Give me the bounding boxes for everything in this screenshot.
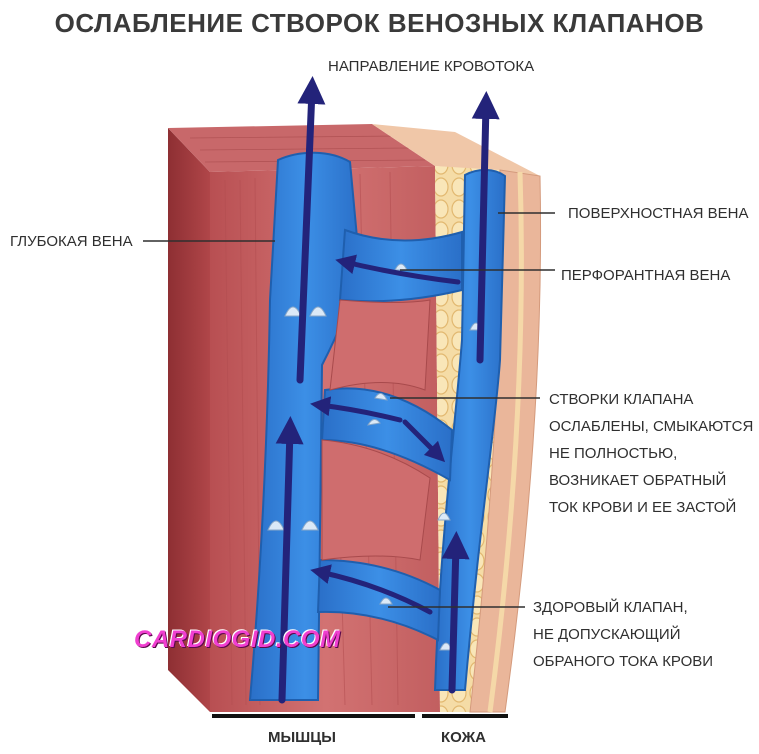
perforating-arrow-back bbox=[402, 419, 446, 463]
watermark-logo: CARDIOGID.COM bbox=[134, 626, 341, 653]
superficial-vein-arrow-lower bbox=[441, 531, 470, 694]
perforating-arrow-upper bbox=[335, 254, 461, 285]
label-deep-vein: ГЛУБОКАЯ ВЕНА bbox=[10, 233, 133, 250]
perforating-arrow-middle bbox=[310, 396, 403, 423]
deep-vein-arrow-bottom bbox=[275, 416, 304, 704]
label-healthy-valve: ЗДОРОВЫЙ КЛАПАН, НЕ ДОПУСКАЮЩИЙ ОБРАНОГО… bbox=[533, 599, 714, 670]
skin-top-face bbox=[372, 124, 540, 176]
label-superficial-vein: ПОВЕРХНОСТНАЯ ВЕНА bbox=[568, 205, 749, 222]
label-muscles: МЫШЦЫ bbox=[268, 729, 336, 746]
leader-lines bbox=[143, 212, 555, 608]
deep-vein bbox=[248, 151, 362, 701]
valve-leaflets bbox=[267, 263, 483, 651]
label-weak-valve: СТВОРКИ КЛАПАНА ОСЛАБЛЕНЫ, СМЫКАЮТСЯ НЕ … bbox=[549, 391, 754, 516]
muscle-island-lower bbox=[321, 439, 431, 561]
superficial-vein-arrow bbox=[471, 91, 500, 364]
label-blood-flow-direction: НАПРАВЛЕНИЕ КРОВОТОКА bbox=[328, 58, 535, 75]
muscle-side-face bbox=[168, 128, 210, 712]
flow-arrows bbox=[275, 76, 500, 704]
label-perforating-vein: ПЕРФОРАНТНАЯ ВЕНА bbox=[561, 267, 731, 284]
page-title: ОСЛАБЛЕНИЕ СТВОРОК ВЕНОЗНЫХ КЛАПАНОВ bbox=[54, 8, 705, 38]
muscle-island-upper bbox=[329, 299, 431, 391]
deep-vein-arrow-top bbox=[296, 76, 326, 384]
label-skin: КОЖА bbox=[441, 729, 487, 746]
